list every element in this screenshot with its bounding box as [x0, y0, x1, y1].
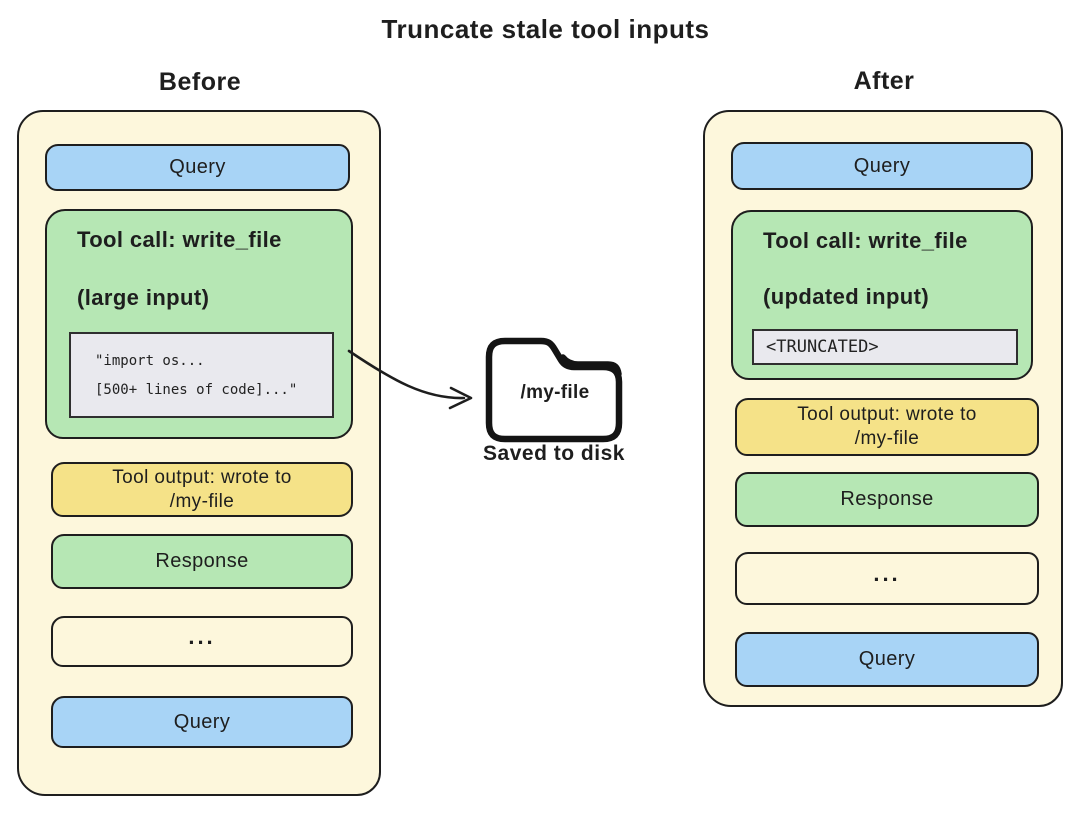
after-column-label: After: [853, 67, 915, 95]
before-response-box: Response: [51, 534, 353, 589]
before-tool-output-line-2: /my-file: [169, 490, 235, 512]
folder-path-label: /my-file: [520, 382, 590, 403]
before-tool-output-line-1: Tool output: wrote to: [112, 466, 292, 488]
before-tool-output-box: Tool output: wrote to /my-file: [51, 462, 353, 517]
after-response-label: Response: [840, 488, 934, 510]
after-query-bottom-box: Query: [735, 632, 1039, 687]
before-ellipsis-label: ...: [188, 623, 216, 649]
before-tool-call-title: Tool call: write_file: [77, 227, 282, 252]
before-column-label: Before: [158, 68, 242, 96]
before-tool-call-box: Tool call: write_file (large input) "imp…: [45, 209, 353, 439]
after-tool-call-title: Tool call: write_file: [763, 228, 968, 253]
after-code-box: <TRUNCATED>: [752, 329, 1018, 365]
before-query-top-box: Query: [45, 144, 350, 191]
after-response-box: Response: [735, 472, 1039, 527]
after-query-top-box: Query: [731, 142, 1033, 190]
after-ellipsis-label: ...: [873, 560, 901, 586]
before-code-line-1: "import os...: [95, 352, 205, 369]
after-ellipsis-box: ...: [735, 552, 1039, 605]
after-panel: Query Tool call: write_file (updated inp…: [703, 110, 1063, 707]
after-query-bottom-label: Query: [858, 648, 916, 670]
saved-to-disk-caption: Saved to disk: [483, 442, 625, 465]
before-response-label: Response: [155, 550, 249, 572]
after-tool-output-box: Tool output: wrote to /my-file: [735, 398, 1039, 456]
after-tool-output-line-2: /my-file: [854, 428, 920, 449]
after-tool-call-subtitle: (updated input): [763, 284, 930, 309]
diagram-title: Truncate stale tool inputs: [381, 14, 710, 44]
before-code-box: "import os... [500+ lines of code]...": [69, 332, 334, 418]
after-tool-output-line-1: Tool output: wrote to: [797, 404, 977, 426]
before-tool-call-subtitle: (large input): [77, 285, 210, 310]
before-ellipsis-box: ...: [51, 616, 353, 667]
before-query-top-label: Query: [169, 156, 226, 178]
before-query-bottom-label: Query: [173, 710, 231, 733]
after-query-top-label: Query: [853, 154, 911, 177]
before-code-line-2: [500+ lines of code]...": [95, 381, 298, 398]
after-tool-call-box: Tool call: write_file (updated input) <T…: [731, 210, 1033, 380]
after-code-line-1: <TRUNCATED>: [766, 337, 879, 357]
before-query-bottom-box: Query: [51, 696, 353, 748]
before-panel: Query Tool call: write_file (large input…: [17, 110, 381, 796]
